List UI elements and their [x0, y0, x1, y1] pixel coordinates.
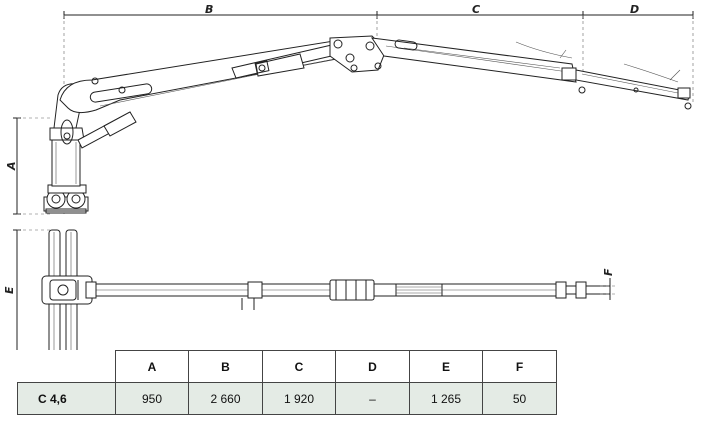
value-f: 50 — [482, 382, 557, 415]
dimension-e-line — [13, 229, 50, 350]
crane-side-view — [43, 35, 692, 214]
column-header-d: D — [335, 350, 410, 383]
spec-table-header-row: A B C D E F — [18, 350, 557, 383]
dim-label-a: A — [5, 161, 18, 171]
model-name: C 4,6 — [17, 382, 116, 415]
dimension-a-line — [13, 117, 52, 215]
value-a: 950 — [115, 382, 189, 415]
dim-label-b: B — [205, 3, 213, 16]
column-header-f: F — [482, 350, 557, 383]
dim-label-f: F — [602, 268, 615, 276]
spec-table-corner — [18, 351, 116, 383]
dim-label-d: D — [630, 3, 639, 16]
column-header-a: A — [115, 350, 189, 383]
value-e: 1 265 — [409, 382, 483, 415]
value-c: 1 920 — [262, 382, 336, 415]
column-header-c: C — [262, 350, 336, 383]
dim-label-e: E — [3, 286, 16, 294]
dim-label-c: C — [472, 3, 480, 16]
value-b: 2 660 — [188, 382, 263, 415]
column-header-e: E — [409, 350, 483, 383]
spec-table: A B C D E F C 4,6 950 2 660 1 920 – 1 26… — [17, 350, 557, 415]
crane-top-view — [41, 229, 611, 350]
crane-drawing: B C D A — [3, 3, 694, 350]
dimension-f-line — [600, 278, 618, 300]
value-d: – — [335, 382, 410, 415]
table-row: C 4,6 950 2 660 1 920 – 1 265 50 — [17, 382, 557, 415]
column-header-b: B — [188, 350, 263, 383]
